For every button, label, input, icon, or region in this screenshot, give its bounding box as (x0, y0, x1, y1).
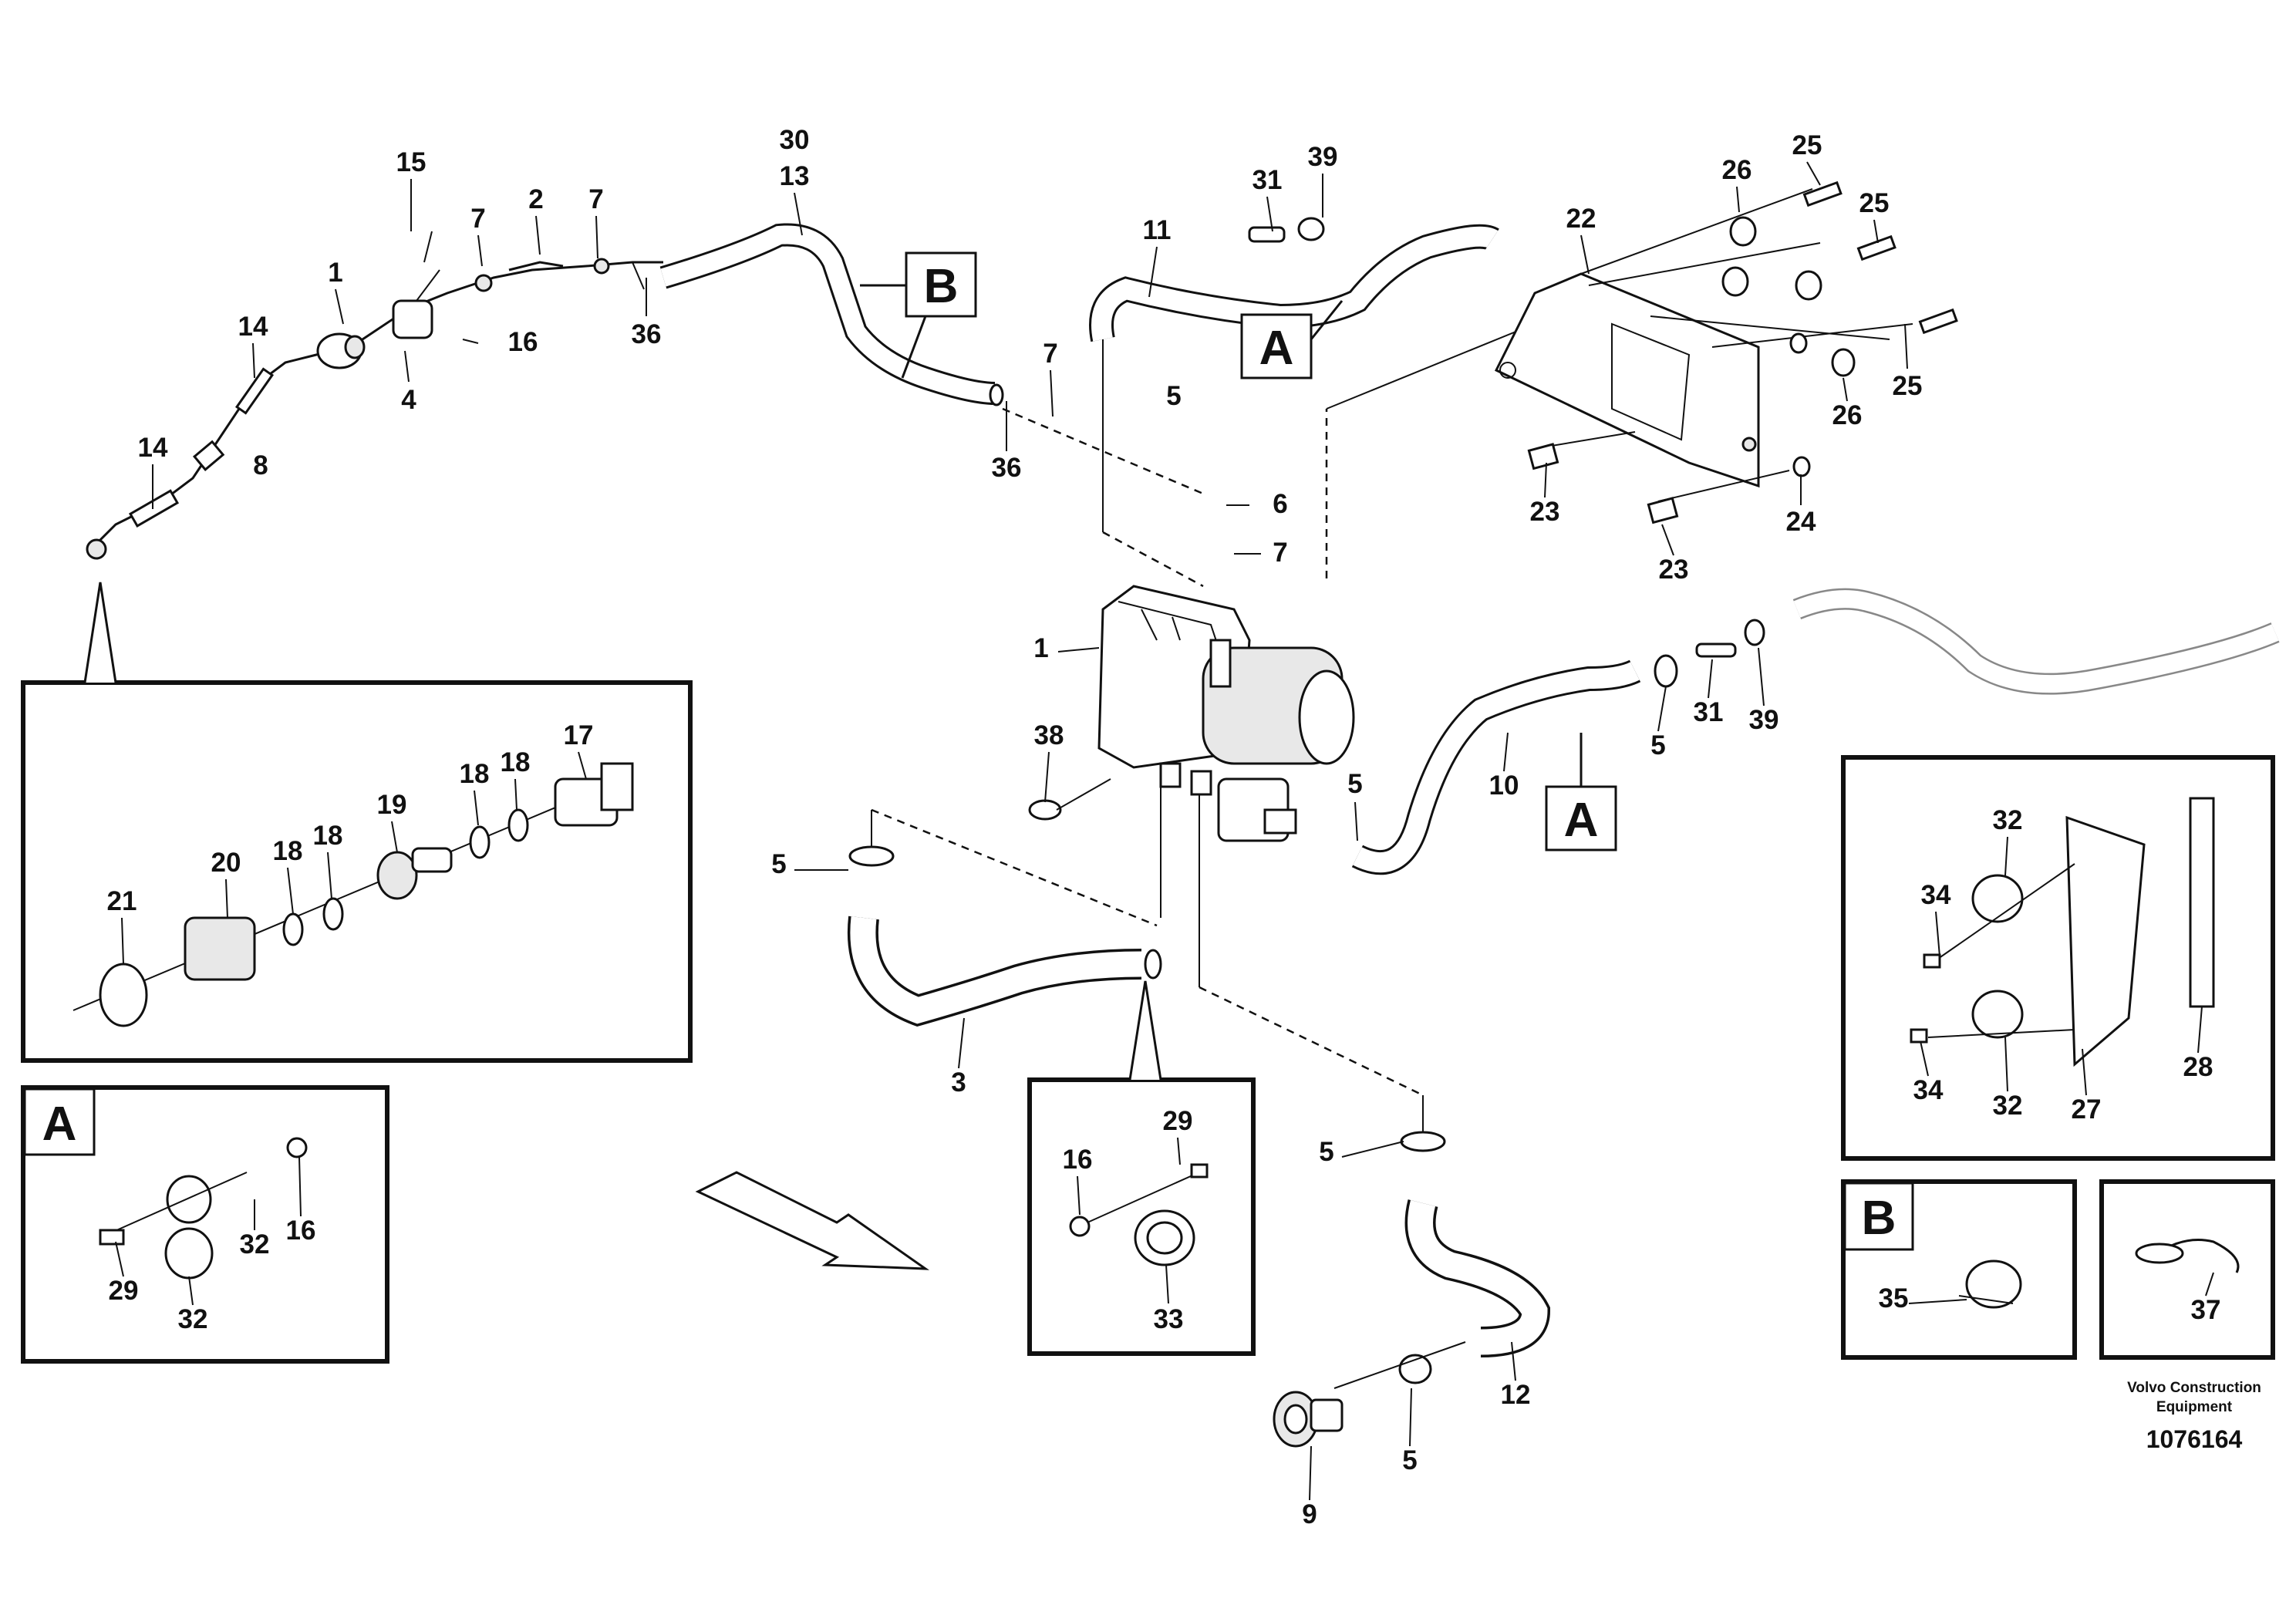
callout-31: 31 (1253, 165, 1283, 195)
callout-18: 18 (273, 836, 303, 866)
ghost-hose (1792, 588, 2280, 695)
callout-26: 26 (1722, 155, 1752, 185)
fuel-line-assembly (86, 231, 663, 560)
drawing-number: 1076164 (2146, 1425, 2243, 1453)
detail-bracket-27 (1841, 755, 2275, 1161)
callout-5: 5 (1347, 769, 1362, 799)
detail-b-clamp (1841, 1179, 2077, 1360)
callout-1: 1 (328, 258, 342, 288)
callout-7: 7 (1043, 339, 1057, 369)
callout-33: 33 (1154, 1304, 1184, 1334)
view-label-a-right: A (1545, 733, 1617, 851)
callout-5: 5 (1650, 730, 1665, 760)
view-label-a-top: A (1240, 300, 1344, 379)
callout-16: 16 (508, 327, 538, 357)
callout-7: 7 (1273, 538, 1287, 568)
view-letter-b: B (924, 260, 959, 313)
view-letter-a: A (1259, 322, 1294, 375)
detail-a-clamp (21, 1085, 389, 1364)
callout-29: 29 (1163, 1106, 1193, 1136)
callout-16: 16 (1063, 1145, 1093, 1175)
callout-36: 36 (632, 319, 662, 349)
callout-18: 18 (460, 759, 490, 789)
callout-27: 27 (2072, 1094, 2102, 1125)
callout-5: 5 (1319, 1137, 1333, 1167)
callout-8: 8 (253, 450, 268, 481)
callout-37: 37 (2191, 1295, 2221, 1325)
callout-3: 3 (951, 1067, 966, 1098)
coolant-hose-12 (1273, 1131, 1551, 1448)
callout-11: 11 (1143, 215, 1172, 245)
view-letter-a: A (1564, 794, 1599, 847)
footer: Volvo Construction Equipment 1076164 (2127, 1380, 2261, 1453)
inset-fitting-detail (21, 582, 693, 1063)
coolant-hose-3 (847, 845, 1162, 1027)
callout-9: 9 (1302, 1499, 1317, 1529)
leader-lines (115, 161, 2214, 1501)
callout-14: 14 (238, 312, 268, 342)
callout-18: 18 (501, 747, 531, 777)
callout-39: 39 (1749, 705, 1779, 735)
callout-28: 28 (2183, 1052, 2213, 1082)
callout-17: 17 (564, 720, 594, 750)
callout-1: 1 (1033, 633, 1048, 663)
mounting-bracket-22 (1494, 180, 1958, 524)
callout-25: 25 (1792, 130, 1822, 160)
callout-labels: 30 13 15 7 2 7 1 14 16 4 36 14 8 31 39 1… (107, 125, 2221, 1529)
callout-18: 18 (313, 821, 343, 851)
brand-line-1: Volvo Construction (2127, 1380, 2261, 1396)
callout-15: 15 (396, 147, 426, 177)
callout-26: 26 (1832, 400, 1863, 430)
callout-25: 25 (1859, 188, 1890, 218)
view-label-b-main: B (860, 251, 977, 379)
callout-34: 34 (1921, 880, 1951, 910)
fuel-hose (659, 223, 1004, 406)
callout-5: 5 (1402, 1445, 1417, 1475)
callout-31: 31 (1694, 697, 1724, 727)
callout-34: 34 (1913, 1075, 1944, 1105)
callout-16: 16 (286, 1216, 316, 1246)
direction-arrow-icon (695, 1171, 930, 1270)
callout-25: 25 (1893, 371, 1923, 401)
coolant-hose-10 (1351, 619, 1765, 875)
heater-unit (1028, 585, 1355, 842)
callout-14: 14 (138, 433, 168, 463)
callout-22: 22 (1566, 204, 1596, 234)
callout-24: 24 (1786, 507, 1816, 537)
brand-line-2: Equipment (2156, 1399, 2233, 1415)
callout-5: 5 (1166, 381, 1181, 411)
callout-12: 12 (1501, 1380, 1531, 1410)
callout-20: 20 (211, 848, 241, 878)
detail-letter-b: B (1862, 1192, 1896, 1245)
callout-23: 23 (1659, 555, 1689, 585)
callout-39: 39 (1308, 142, 1338, 172)
callout-7: 7 (470, 204, 485, 234)
callout-29: 29 (109, 1276, 139, 1306)
callout-32: 32 (240, 1229, 270, 1259)
callout-32: 32 (1993, 805, 2023, 835)
callout-7: 7 (588, 184, 603, 214)
callout-30: 30 (780, 125, 810, 155)
callout-13: 13 (780, 161, 810, 191)
callout-38: 38 (1034, 720, 1064, 750)
detail-cable-tie (2099, 1179, 2275, 1360)
callout-36: 36 (992, 453, 1022, 483)
detail-letter-a: A (42, 1098, 77, 1151)
callout-32: 32 (178, 1304, 208, 1334)
callout-32: 32 (1993, 1091, 2023, 1121)
callout-10: 10 (1489, 771, 1519, 801)
callout-35: 35 (1879, 1283, 1909, 1313)
callout-21: 21 (107, 886, 137, 916)
detail-clamp-33 (1027, 980, 1256, 1356)
callout-6: 6 (1273, 489, 1287, 519)
connection-lines (871, 323, 1536, 1141)
callout-4: 4 (401, 385, 416, 415)
callout-2: 2 (528, 184, 543, 214)
callout-19: 19 (377, 790, 407, 820)
callout-5: 5 (771, 849, 786, 879)
callout-23: 23 (1530, 497, 1560, 527)
